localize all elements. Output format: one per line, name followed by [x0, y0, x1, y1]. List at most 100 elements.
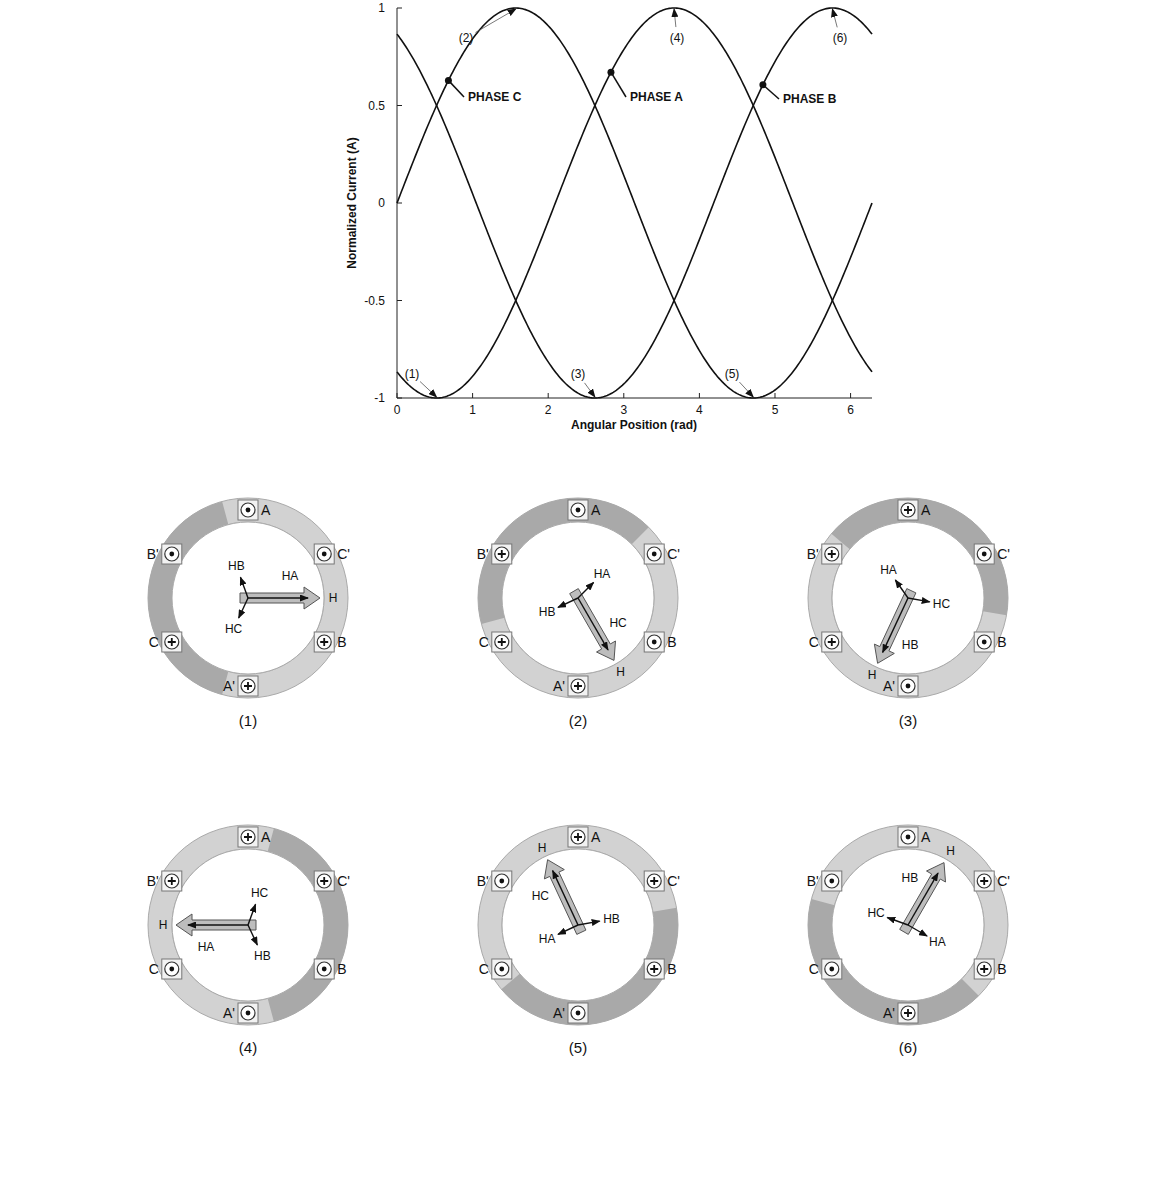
field-label: HB	[902, 639, 919, 651]
slot-label: C'	[667, 874, 680, 888]
slot-label: A'	[553, 679, 565, 693]
current-in-cross	[320, 638, 328, 646]
tick-mark	[548, 393, 549, 398]
stator-slot	[568, 676, 588, 696]
slot-label: C	[809, 962, 819, 976]
conductor	[571, 830, 585, 844]
field-label: HB	[228, 560, 245, 572]
component-vector	[553, 871, 578, 925]
field-label: H	[329, 592, 338, 604]
current-curve	[397, 8, 872, 398]
stator-slot	[162, 544, 182, 564]
slot-label: C'	[997, 547, 1010, 561]
current-out-dot	[169, 552, 174, 557]
tick-mark	[699, 393, 700, 398]
stator-slot	[238, 500, 258, 520]
stator-slot	[492, 544, 512, 564]
stator-slot	[568, 1003, 588, 1023]
phase-label: PHASE A	[630, 91, 683, 103]
stator-slot	[492, 871, 512, 891]
current-out-dot	[499, 967, 504, 972]
tick-mark	[397, 105, 402, 106]
slot-label: C'	[337, 874, 350, 888]
stator-slot	[822, 871, 842, 891]
current-in-cross	[498, 550, 506, 558]
tick-label: 0.5	[368, 100, 385, 112]
current-in-cross	[498, 638, 506, 646]
stator-slot	[162, 959, 182, 979]
conductor	[571, 503, 585, 517]
conductor	[317, 635, 331, 649]
stator-ring	[808, 825, 1008, 1025]
slot-label: B'	[807, 874, 819, 888]
stator-slot	[162, 632, 182, 652]
chart	[397, 8, 872, 398]
current-out-dot	[906, 684, 911, 689]
conductor	[165, 547, 179, 561]
slot-label: C	[149, 962, 159, 976]
conductor	[165, 962, 179, 976]
slot-label: C	[809, 635, 819, 649]
conductor	[977, 635, 991, 649]
conductor	[901, 830, 915, 844]
stator-slot	[314, 871, 334, 891]
current-out-dot	[322, 967, 327, 972]
current-in-cross	[904, 1009, 912, 1017]
conductor	[647, 962, 661, 976]
component-vector	[240, 577, 248, 598]
field-vector	[176, 914, 256, 936]
tick-mark	[472, 393, 473, 398]
stator-slot	[492, 632, 512, 652]
rotor-bore	[172, 849, 324, 1001]
callout-leader	[739, 382, 753, 397]
stator-slot	[644, 544, 664, 564]
tick-mark	[397, 300, 402, 301]
field-label: H	[616, 666, 625, 678]
stator-diagram	[148, 498, 348, 698]
current-out-dot	[829, 967, 834, 972]
tick-label: 4	[696, 404, 703, 416]
slot-label: C'	[667, 547, 680, 561]
figure-caption: (3)	[899, 713, 917, 728]
slot-label: A	[591, 830, 600, 844]
conductor	[241, 1006, 255, 1020]
component-vector	[248, 904, 256, 925]
field-label: HA	[198, 941, 215, 953]
stator-slot	[568, 500, 588, 520]
current-in-cross	[320, 877, 328, 885]
slot-label: B'	[147, 874, 159, 888]
component-vector	[558, 598, 578, 607]
rotor-bore	[172, 522, 324, 674]
leader-line	[763, 85, 779, 99]
slot-label: B	[997, 962, 1006, 976]
slot-label: A'	[553, 1006, 565, 1020]
slot-label: A'	[223, 679, 235, 693]
stator-ring	[808, 498, 1008, 698]
conductor	[901, 503, 915, 517]
stator-slot	[898, 1003, 918, 1023]
conductor	[317, 874, 331, 888]
slot-label: C	[479, 635, 489, 649]
conductor	[241, 679, 255, 693]
field-vector	[900, 863, 946, 935]
conductor	[571, 679, 585, 693]
callout-leader	[585, 383, 595, 397]
stator-slot	[314, 632, 334, 652]
callout-number: (6)	[833, 32, 848, 44]
slot-label: B	[667, 962, 676, 976]
slot-label: B	[337, 635, 346, 649]
slot-label: A	[591, 503, 600, 517]
field-label: HC	[251, 887, 268, 899]
field-vector	[240, 587, 320, 609]
tick-label: -0.5	[364, 295, 385, 307]
current-out-dot	[576, 1011, 581, 1016]
tick-label: 5	[772, 404, 779, 416]
stator-slot	[822, 959, 842, 979]
tick-mark	[397, 393, 398, 398]
slot-label: B'	[477, 874, 489, 888]
conductor	[495, 635, 509, 649]
stator-slot	[974, 871, 994, 891]
callout-leader	[420, 382, 437, 397]
field-label: HC	[532, 890, 549, 902]
